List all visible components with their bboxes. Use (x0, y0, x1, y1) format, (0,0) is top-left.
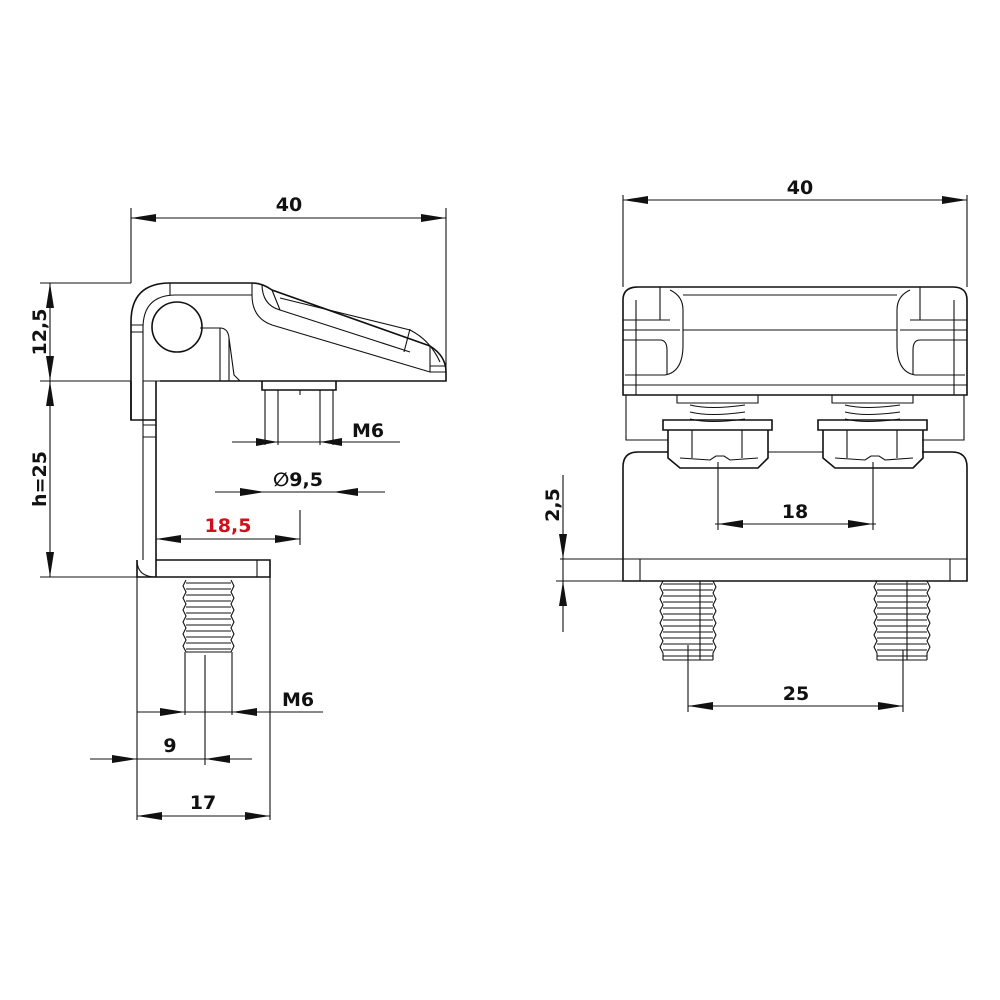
dim-offset-18-5: 18,5 (205, 515, 252, 537)
bottom-foot (136, 559, 271, 578)
dim-thickness-2-5: 2,5 (542, 488, 564, 522)
dim-side-width-40: 40 (276, 194, 302, 216)
dim-diameter-9-5: ∅9,5 (273, 469, 323, 491)
dim-offset-9: 9 (163, 735, 176, 757)
right-nut (817, 395, 928, 469)
left-nut (662, 395, 773, 469)
dim-height-h25: h=25 (29, 451, 51, 507)
front-view: 40 2,5 18 25 (542, 177, 968, 712)
bottom-stud (182, 579, 235, 653)
front-right-stud (873, 580, 931, 661)
front-left-stud (659, 580, 717, 661)
dim-thread-top-m6: M6 (352, 420, 384, 442)
dim-width-17: 17 (190, 792, 216, 814)
front-base-body (622, 451, 968, 582)
dim-bolt-spacing-25: 25 (783, 683, 809, 705)
dim-height-12-5: 12,5 (29, 309, 51, 356)
pivot-pin-circle (151, 301, 203, 353)
front-top-bar (622, 286, 968, 396)
side-view: 40 12,5 h=25 M6 ∅9,5 18,5 M6 (29, 194, 447, 820)
dim-thread-bottom-m6: M6 (282, 689, 314, 711)
dim-nut-spacing-18: 18 (782, 501, 808, 523)
dim-front-width-40: 40 (787, 177, 813, 199)
